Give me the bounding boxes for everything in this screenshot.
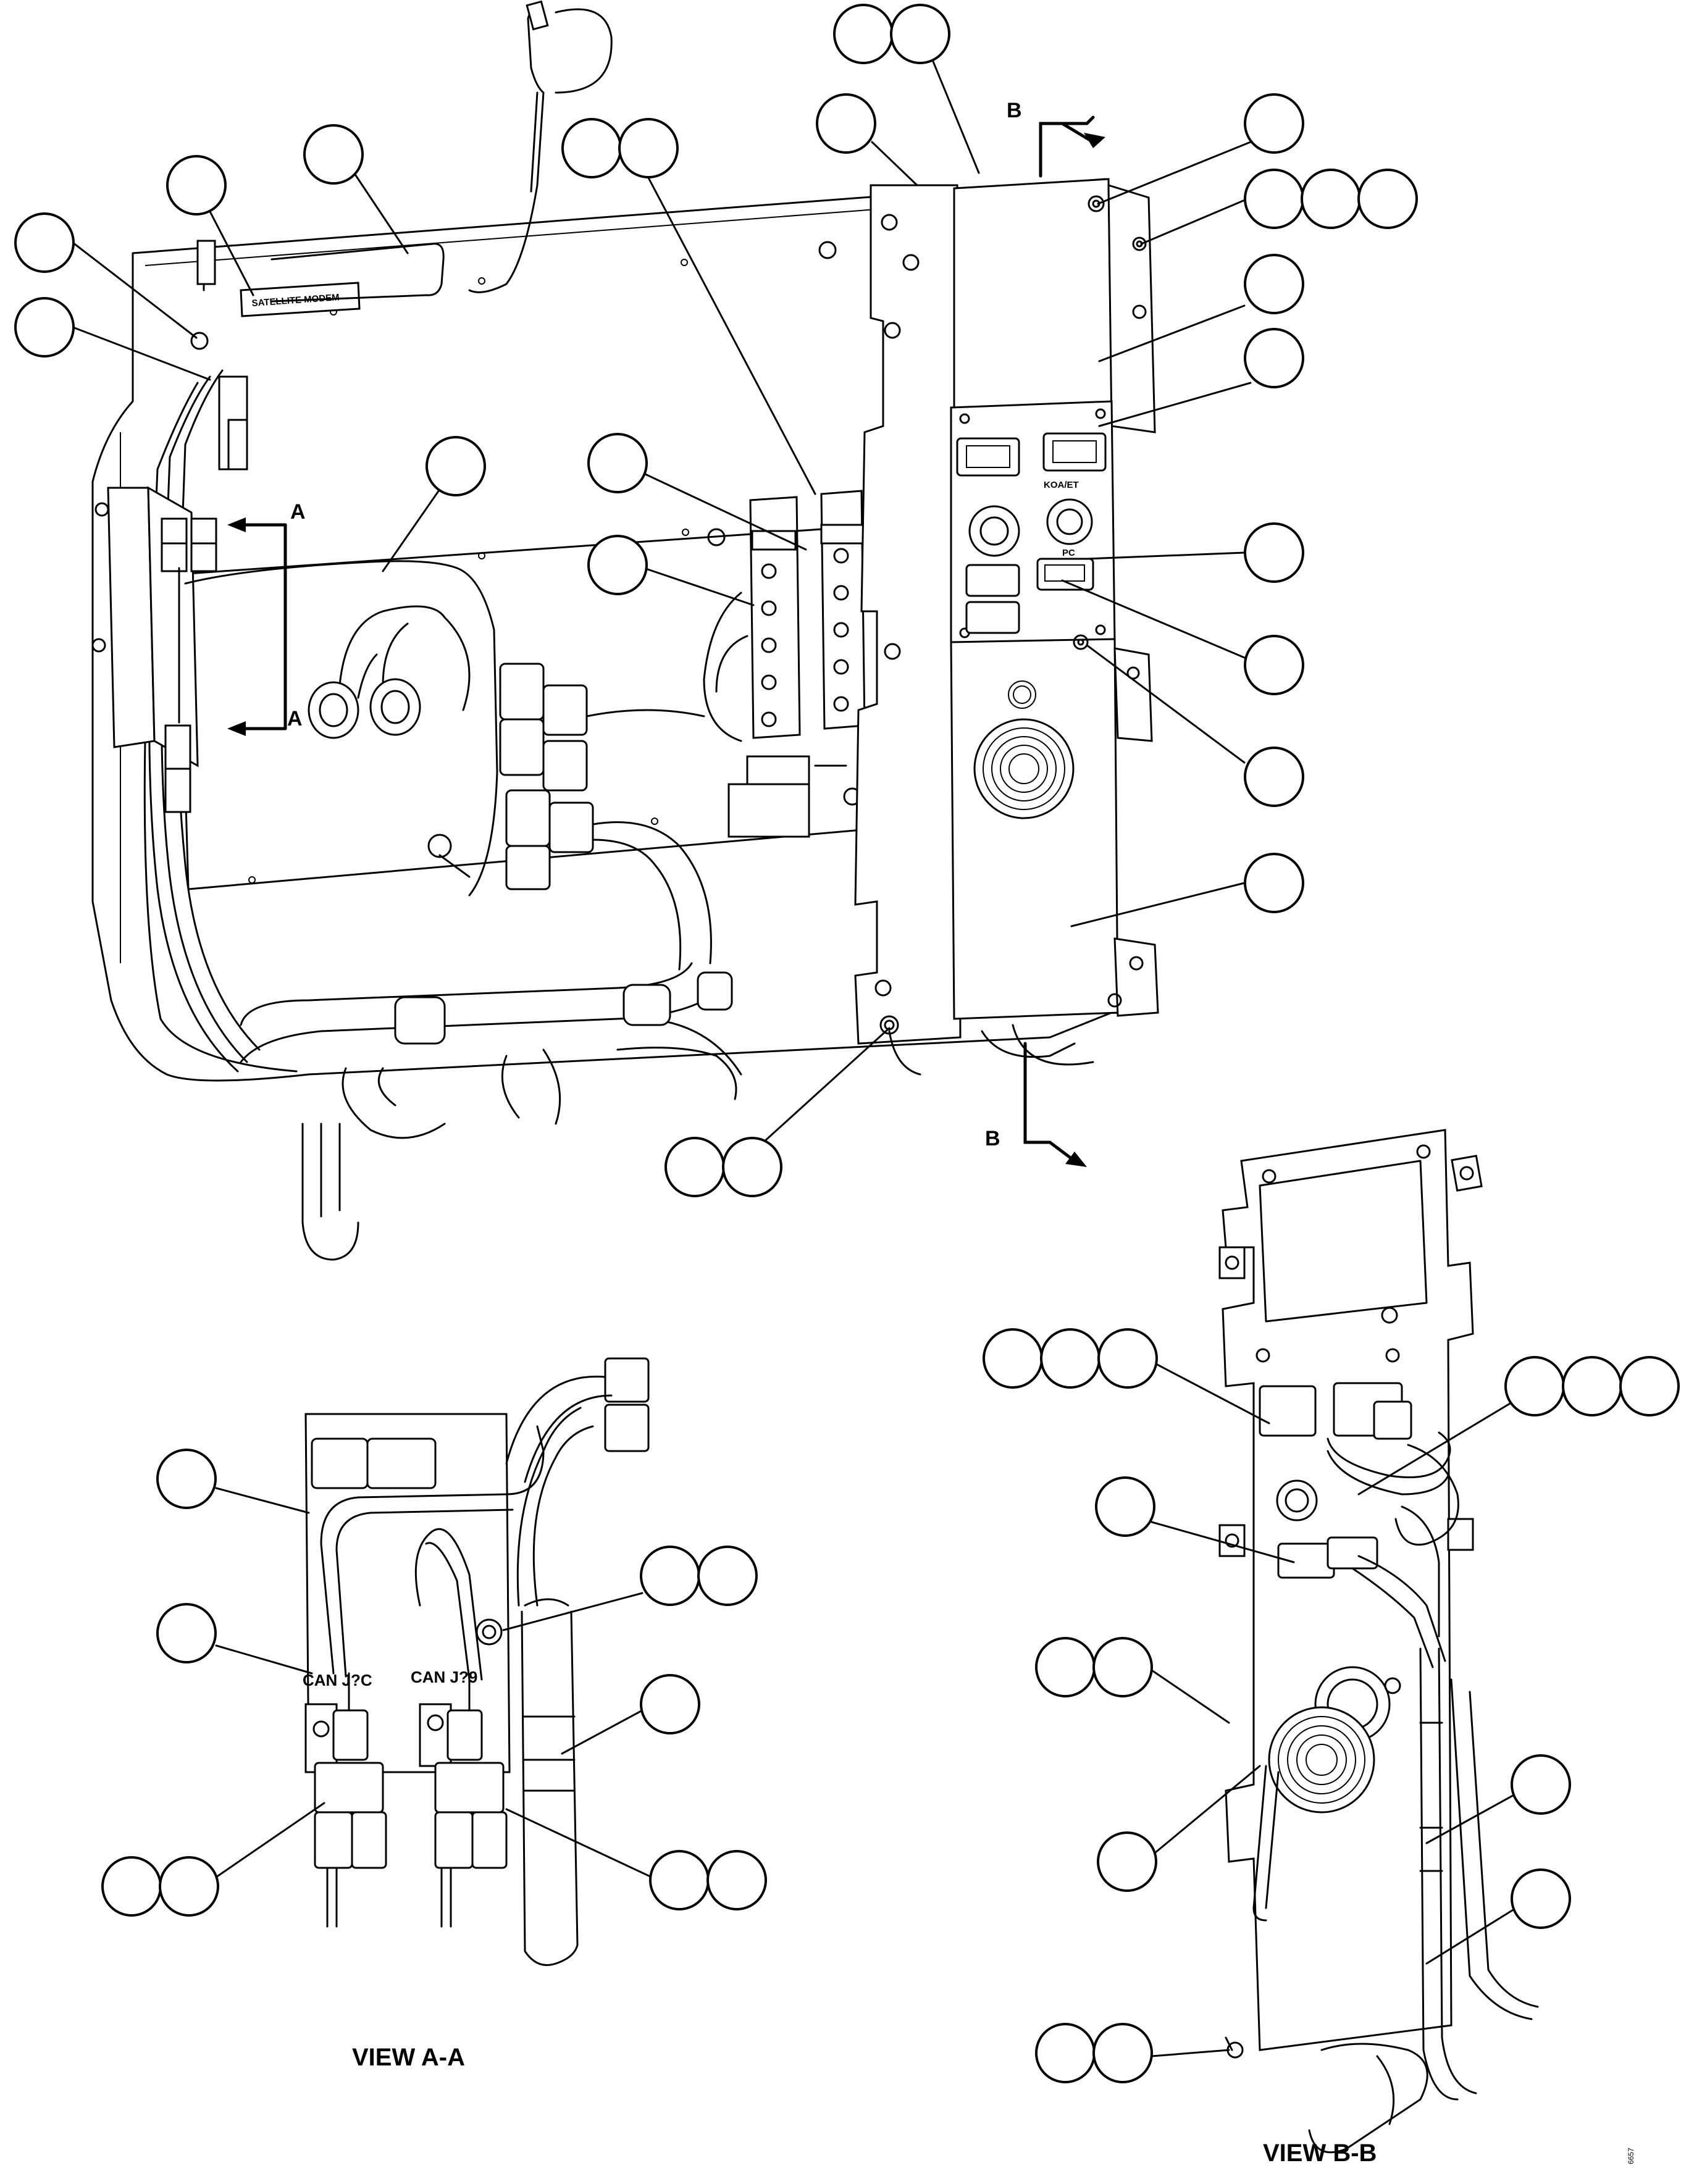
speaker-panel: [950, 638, 1119, 1020]
right-panel-stack: KOA/ET PC: [950, 178, 1159, 1020]
can-bracket: [91, 486, 217, 813]
callout-bubble: [156, 1449, 217, 1509]
callout-bubble: [618, 118, 679, 178]
callout-bubbles: [14, 4, 1680, 2083]
section-b-bottom-label: B: [985, 1127, 1000, 1150]
pc-label: PC: [1062, 548, 1075, 558]
view-aa-label: VIEW A-A: [352, 2044, 465, 2071]
modem-harness: [196, 240, 445, 303]
callout-bubble: [159, 1856, 219, 1917]
view-aa-leader-lines: [215, 1487, 653, 1878]
callout-bubble: [1244, 522, 1304, 583]
callout-bubble: [156, 1603, 217, 1663]
callout-bubble: [1035, 1637, 1096, 1697]
callout-bubble: [1244, 635, 1304, 695]
callout-bubble: [640, 1674, 700, 1734]
callout-bubble: [1092, 1637, 1153, 1697]
callout-bubble: [303, 124, 364, 185]
callout-bubble: [697, 1546, 758, 1606]
terminal-blocks: [703, 490, 866, 838]
callout-bubble: [664, 1137, 725, 1197]
callout-bubble: [587, 433, 648, 493]
callout-bubble: [1095, 1476, 1155, 1537]
callout-bubble: [983, 1328, 1043, 1389]
callout-bubble: [816, 93, 876, 154]
can-j9-label: CAN J?9: [411, 1668, 477, 1686]
callout-bubble: [640, 1546, 700, 1606]
callout-bubble: [14, 297, 75, 358]
callout-bubble: [1504, 1356, 1565, 1416]
callout-bubble: [1244, 254, 1304, 314]
sheet-code: 6657: [1627, 2148, 1635, 2164]
callout-bubble: [14, 212, 75, 273]
callout-bubble: [833, 4, 894, 64]
view-bb: VIEW B-B: [1144, 1129, 1539, 2167]
j1939-connector: [956, 437, 1020, 477]
round-connector-1: [968, 505, 1020, 557]
callout-bubble: [1301, 169, 1361, 229]
main-leader-lines: [72, 51, 1252, 1150]
cabinet-outline: [91, 178, 1113, 1082]
callout-bubble: [1244, 853, 1304, 913]
section-b-top-label: B: [1007, 99, 1022, 122]
center-harness: [184, 560, 498, 897]
callout-bubble: [1511, 1868, 1571, 1929]
grommet: [427, 834, 452, 858]
koaet-label: KOA/ET: [1044, 480, 1079, 490]
section-b-top-marker: B: [1007, 99, 1105, 178]
callout-bubble: [1244, 328, 1304, 388]
connector-round-2: [369, 678, 421, 736]
can-j-left-label: CAN J?C: [303, 1671, 372, 1689]
speaker-grille: [973, 718, 1075, 819]
callout-bubble: [706, 1850, 767, 1910]
callout-bubble: [1035, 2023, 1096, 2083]
callout-bubble: [1092, 2023, 1153, 2083]
section-b-bottom-marker: B: [985, 1042, 1087, 1167]
callout-bubble: [649, 1850, 710, 1910]
view-aa-bracket: [304, 1413, 511, 1773]
callout-bubble: [1097, 1831, 1157, 1892]
callout-bubble: [1244, 747, 1304, 807]
section-a-top-label: A: [290, 500, 306, 524]
main-assembly: SATELLITE MODEM: [72, 0, 1252, 1261]
diag-connector: [1036, 558, 1094, 591]
view-aa: CAN J?C CAN J?9: [215, 1357, 653, 2071]
koaet-connector: [1042, 432, 1107, 472]
callout-bubble: [1619, 1356, 1680, 1416]
pc-connector: [1046, 498, 1093, 545]
callout-bubble: [1097, 1328, 1158, 1389]
callout-bubble: [425, 436, 486, 496]
callout-bubble: [1357, 169, 1418, 229]
callout-bubble: [1562, 1356, 1622, 1416]
callout-bubble: [890, 4, 950, 64]
callout-bubble: [166, 155, 227, 215]
view-bb-leader-lines: [1144, 1357, 1530, 2057]
connector-round-1: [308, 681, 359, 739]
can-plug-right: [434, 1678, 508, 1928]
callout-bubble: [1040, 1328, 1100, 1389]
callout-bubble: [1244, 169, 1304, 229]
view-bb-speaker: [1268, 1706, 1375, 1814]
top-cover-plate: [953, 178, 1113, 415]
section-a-marker: A A: [227, 500, 306, 736]
can-plug-left: [314, 1672, 387, 1928]
callout-bubble: [1244, 93, 1304, 154]
middle-connectors: [499, 663, 712, 971]
callout-bubble: [587, 535, 648, 595]
view-bb-label: VIEW B-B: [1263, 2140, 1377, 2167]
section-a-bottom-label: A: [287, 707, 303, 730]
view-bb-bracket: [1222, 1129, 1474, 2051]
callout-bubble: [722, 1137, 782, 1197]
callout-bubble: [561, 118, 622, 178]
antenna-cable: [468, 0, 613, 293]
callout-bubble: [1511, 1754, 1571, 1815]
bottom-harness: [240, 962, 1094, 1261]
callout-bubble: [101, 1856, 162, 1917]
